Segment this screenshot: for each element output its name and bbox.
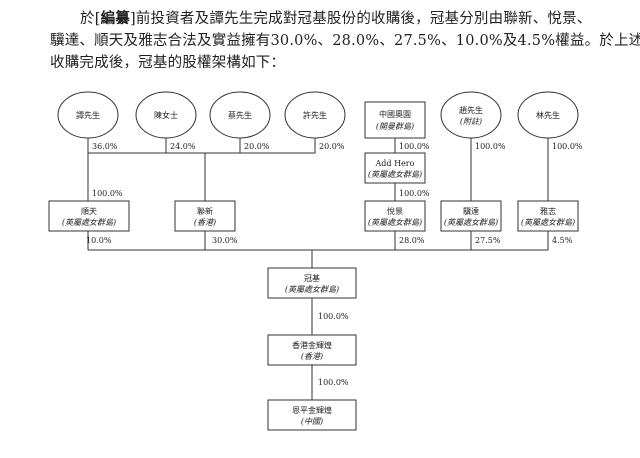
pct-hk-enping: 100.0% xyxy=(318,378,349,387)
entity-jida-place: (英屬處女群島) xyxy=(444,218,498,227)
entity-yazhi-name: 雅志 xyxy=(540,206,556,216)
pct-lin-yazhi: 100.0% xyxy=(552,142,583,151)
pct-lianxin-guanji: 30.0% xyxy=(212,236,238,245)
entity-yuejing-name: 悅景 xyxy=(387,206,403,216)
entity-lianxin-place: (香港) xyxy=(194,218,216,227)
entity-shuntian-box xyxy=(48,200,130,232)
pct-jida-guanji: 27.5% xyxy=(475,236,501,245)
entity-yuejing-place: (英屬處女群島) xyxy=(368,218,422,227)
pct-tan-lianxin: 36.0% xyxy=(92,142,118,151)
entity-guanji-name: 冠基 xyxy=(304,273,320,283)
entity-zhongguo-aoyuan-name: 中國奧園 xyxy=(379,109,411,119)
paragraph-line-1: 於[編纂]前投資者及譚先生完成對冠基股份的收購後，冠基分別由聯新、悅景、 xyxy=(50,8,610,30)
paragraph-redacted-term: 編纂 xyxy=(100,10,130,27)
entity-enping-jinhuihuang-place: (中國) xyxy=(301,417,323,426)
entity-add-hero-name: Add Hero xyxy=(375,159,415,168)
entity-shuntian-place: (英屬處女群島) xyxy=(62,218,116,227)
paragraph-line-3: 收購完成後，冠基的股權架構如下： xyxy=(50,55,286,71)
person-zhao-note: (附註) xyxy=(460,117,482,126)
entity-shuntian-name: 順天 xyxy=(81,207,97,216)
paragraph-line-1-prefix: 於[ xyxy=(80,11,101,27)
pct-shuntian-guanji: 10.0% xyxy=(86,236,112,245)
entity-zhongguo-aoyuan-box xyxy=(364,101,426,139)
entity-add-hero-place: (英屬處女群島) xyxy=(368,170,422,179)
person-chen-label: 陳女士 xyxy=(154,110,178,120)
entity-jida-name: 驥達 xyxy=(463,206,479,216)
person-xu-label: 許先生 xyxy=(303,110,327,120)
pct-cai-lianxin: 20.0% xyxy=(244,142,270,151)
person-zhao-ellipse xyxy=(440,91,502,139)
pct-yuejing-guanji: 28.0% xyxy=(399,236,425,245)
person-tan-label: 譚先生 xyxy=(76,110,100,120)
pct-zhao-jida: 100.0% xyxy=(475,142,506,151)
entity-guanji-place: (英屬處女群島) xyxy=(285,285,339,294)
pct-tan-shuntian: 100.0% xyxy=(92,189,123,198)
person-lin-label: 林先生 xyxy=(536,110,560,120)
entity-yazhi-place: (英屬處女群島) xyxy=(521,218,575,227)
line-xu-bus xyxy=(88,138,316,154)
entity-enping-jinhuihuang-name: 恩平金輝煌 xyxy=(292,405,332,415)
entity-hk-jinhuihuang-name: 香港金輝煌 xyxy=(292,340,332,350)
entity-hk-jinhuihuang-place: (香港) xyxy=(301,352,323,361)
entity-zhongguo-aoyuan-place: (開曼群島) xyxy=(376,122,414,131)
pct-guanji-hk: 100.0% xyxy=(318,312,349,321)
paragraph-line-2: 驥達、順天及雅志合法及實益擁有30.0%、28.0%、27.5%、10.0%及4… xyxy=(50,33,640,49)
paragraph-line-1-text: ]前投資者及譚先生完成對冠基股份的收購後，冠基分別由聯新、悅景、 xyxy=(129,11,592,27)
pct-addhero-yuejing: 100.0% xyxy=(399,189,430,198)
pct-chen-lianxin: 24.0% xyxy=(170,142,196,151)
person-cai-label: 蔡先生 xyxy=(228,110,252,120)
pct-aoyuan-addhero: 100.0% xyxy=(399,142,430,151)
pct-xu-lianxin: 20.0% xyxy=(319,142,345,151)
person-zhao-label: 趙先生 xyxy=(459,105,483,115)
pct-yazhi-guanji: 4.5% xyxy=(552,236,573,245)
intro-paragraph: 於[編纂]前投資者及譚先生完成對冠基股份的收購後，冠基分別由聯新、悅景、 驥達、… xyxy=(50,8,640,74)
entity-lianxin-name: 聯新 xyxy=(197,206,213,216)
